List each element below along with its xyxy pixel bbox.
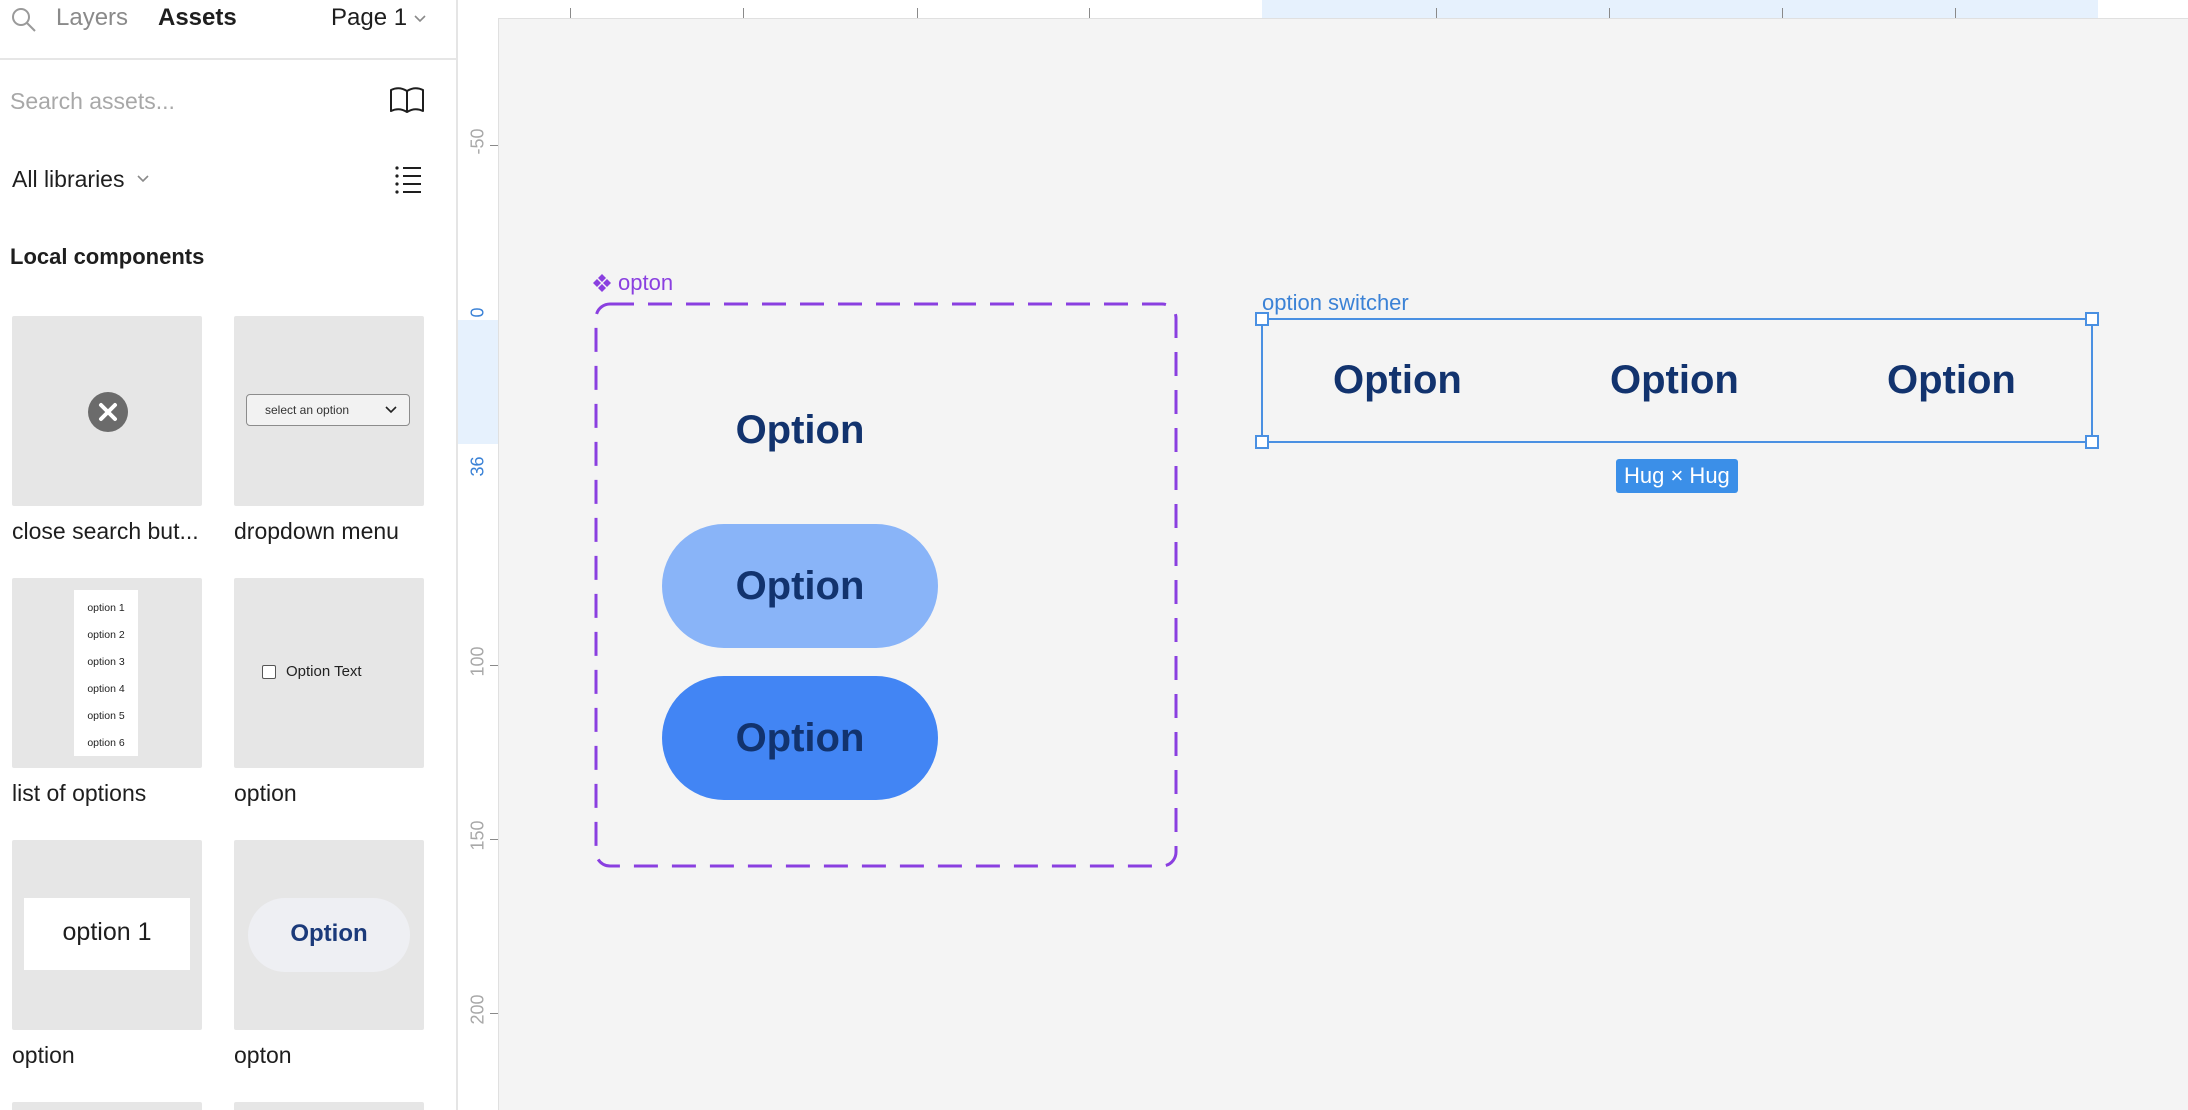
option-preview-text: option 1 [62,918,152,946]
chevron-down-icon [414,15,426,22]
component-set-frame[interactable]: Option Option Option [594,302,1178,868]
list-view-icon[interactable] [394,164,422,194]
library-book-icon[interactable] [388,84,426,116]
ruler-label: 200 [467,994,488,1025]
tab-assets[interactable]: Assets [158,4,237,31]
checkbox-preview-text: Option Text [286,663,362,680]
ruler-label: 0 [467,307,488,318]
ruler-selection-highlight [458,320,498,444]
ruler-tick [1609,8,1610,18]
checkbox-preview [262,665,276,679]
ruler-tick [743,8,744,18]
component-thumb[interactable] [234,1102,424,1110]
page-selector[interactable]: Page 1 [331,4,427,32]
variant-hover[interactable]: Option [662,524,938,648]
component-thumb-dropdown-menu[interactable]: select an option [234,316,424,506]
ruler-tick [490,1013,498,1014]
dropdown-preview-text: select an option [265,403,350,417]
ruler-tick [490,145,498,146]
component-thumb[interactable] [12,1102,202,1110]
ruler-tick [1089,8,1090,18]
resize-handle-top-right[interactable] [2085,312,2099,326]
ruler-tick [490,665,498,666]
component-set-icon [593,274,611,292]
list-preview-item: option 5 [87,710,125,722]
list-preview-item: option 3 [87,656,125,668]
section-title: Local components [10,244,205,269]
search-icon[interactable] [10,6,38,34]
list-preview-item: option 4 [87,683,125,695]
ruler-tick [570,8,571,18]
variant-selected-label: Option [735,716,865,760]
option-switcher-frame[interactable]: Option Option Option [1255,312,2099,449]
resize-handle-bottom-left[interactable] [1255,435,1269,449]
library-filter-label: All libraries [12,166,125,192]
chevron-down-icon [137,175,149,183]
component-thumb-option-text[interactable]: option 1 [12,840,202,1030]
variant-default[interactable]: Option [735,408,865,452]
close-icon [88,392,128,432]
vertical-ruler: -50 0 36 100 150 200 [458,18,499,1110]
component-name: opton [234,1042,292,1068]
library-filter[interactable]: All libraries [0,160,456,202]
list-preview-item: option 6 [87,737,125,749]
component-name: option [234,780,297,806]
component-thumb-option-checkbox[interactable]: Option Text [234,578,424,768]
pill-preview-text: Option [290,920,368,947]
resize-handle-bottom-right[interactable] [2085,435,2099,449]
pill-preview: Option [248,898,410,972]
variant-hover-label: Option [735,564,865,608]
component-thumb-opton[interactable]: Option [234,840,424,1030]
component-name: list of options [12,780,147,806]
horizontal-ruler [458,0,2188,19]
component-name: dropdown menu [234,518,399,544]
tab-layers[interactable]: Layers [56,4,129,31]
component-set-name: opton [618,270,674,295]
list-preview-item: option 2 [87,629,125,641]
variant-selected[interactable]: Option [662,676,938,800]
dropdown-preview: select an option [246,394,410,426]
component-name: close search but... [12,518,199,544]
list-preview-item: option 1 [87,602,125,614]
frame-label[interactable]: option switcher [1262,290,1409,315]
ruler-tick [1955,8,1956,18]
ruler-label: 100 [467,646,488,677]
switcher-option[interactable]: Option [1610,358,1739,402]
component-set-outline [594,302,1178,868]
asset-search-row [0,74,456,126]
list-preview: option 1 option 2 option 3 option 4 opti… [74,590,138,756]
panel-tabbar: Layers Assets Page 1 [0,0,456,60]
ruler-label: 36 [467,456,488,477]
search-input[interactable] [10,84,370,118]
component-thumb-list-of-options[interactable]: option 1 option 2 option 3 option 4 opti… [12,578,202,768]
resize-handle-top-left[interactable] [1255,312,1269,326]
ruler-tick [917,8,918,18]
assets-panel: Layers Assets Page 1 All libraries Local… [0,0,458,1110]
component-set-label[interactable]: opton [592,270,673,296]
size-badge: Hug × Hug [1616,459,1738,493]
chevron-down-icon [385,406,397,414]
option-preview-box: option 1 [24,898,190,970]
ruler-selection-highlight [1262,0,2098,18]
ruler-tick [490,839,498,840]
ruler-tick [1782,8,1783,18]
switcher-option[interactable]: Option [1887,358,2016,402]
component-thumb-close-search-button[interactable] [12,316,202,506]
component-name: option [12,1042,75,1068]
ruler-tick [1436,8,1437,18]
ruler-label: 150 [467,820,488,851]
switcher-option[interactable]: Option [1333,358,1462,402]
ruler-label: -50 [467,128,488,155]
page-selector-label: Page 1 [331,4,408,31]
